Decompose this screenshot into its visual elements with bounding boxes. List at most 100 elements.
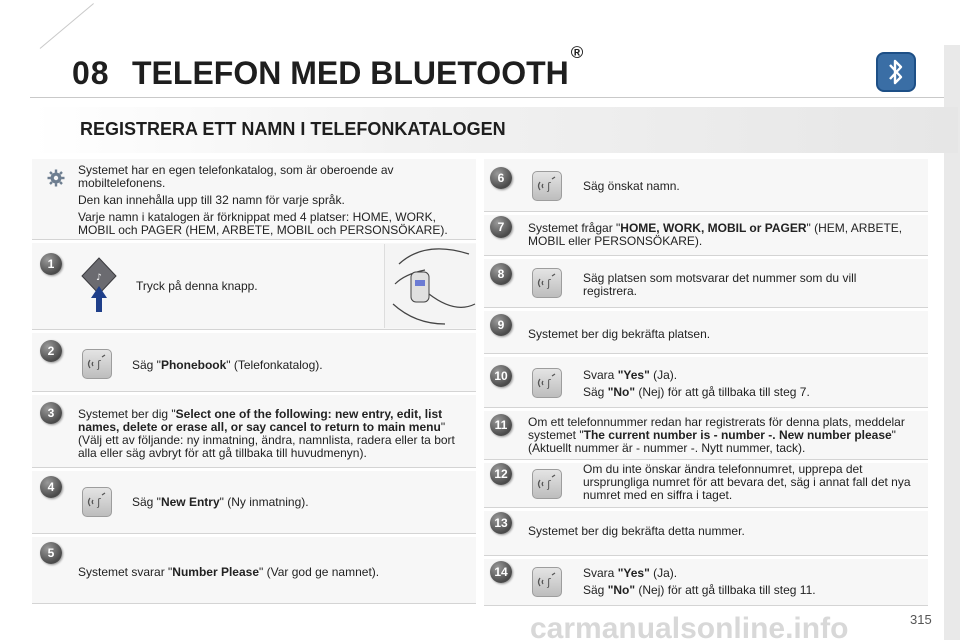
step-10-b-pre: Säg: [583, 385, 608, 399]
step-9-panel: [484, 310, 928, 354]
svg-text:ʃ: ʃ: [96, 496, 101, 509]
step-13-badge: 13: [490, 512, 512, 534]
intro-line-1: Systemet har en egen telefonkatalog, som…: [78, 163, 394, 190]
svg-text:♪: ♪: [96, 273, 102, 283]
step-5-panel: [32, 536, 476, 604]
step-10-line-b: Säg "No" (Nej) för att gå tillbaka till …: [583, 386, 903, 399]
step-10-a-post: (Ja).: [649, 368, 678, 382]
step-10-a-keyword: "Yes": [617, 368, 650, 382]
step-3-badge: 3: [40, 402, 62, 424]
intro-panel: [32, 158, 476, 240]
steering-wheel-image: [384, 244, 476, 328]
step-14-line-b: Säg "No" (Nej) för att gå tillbaka till …: [583, 584, 903, 597]
step-4-text: Säg "New Entry" (Ny inmatning).: [132, 496, 309, 509]
step-10-text: Svara "Yes" (Ja). Säg "No" (Nej) för att…: [583, 369, 903, 399]
settings-gear-icon: [44, 166, 68, 190]
svg-text:ʃ: ʃ: [546, 180, 551, 193]
chapter-number: 08: [72, 55, 110, 91]
voice-command-icon: ʃ: [532, 368, 562, 398]
step-13-text: Systemet ber dig bekräfta detta nummer.: [528, 524, 745, 538]
step-7-panel: [484, 214, 928, 256]
step-2-keyword: Phonebook: [160, 358, 227, 372]
step-14-line-a: Svara "Yes" (Ja).: [583, 567, 903, 580]
step-2-text: Säg "Phonebook" (Telefonkatalog).: [132, 359, 323, 372]
intro-line-2: Den kan innehålla upp till 32 namn för v…: [78, 193, 345, 207]
bluetooth-icon: [876, 52, 916, 92]
step-7-post: " (HEM, ARBETE, MOBIL eller PERSONSÖKARE…: [528, 221, 903, 248]
step-11-pre: Om ett telefonnummer redan har registrer…: [528, 415, 905, 442]
step-11-keyword: The current number is - number -. New nu…: [583, 428, 892, 442]
step-4-panel: [32, 470, 476, 534]
svg-text:ʃ: ʃ: [546, 377, 551, 390]
step-5-text: Systemet svarar "Number Please" (Var god…: [78, 566, 379, 579]
step-14-badge: 14: [490, 561, 512, 583]
step-8-badge: 8: [490, 263, 512, 285]
step-12-badge: 12: [490, 463, 512, 485]
step-6-panel: [484, 158, 928, 212]
step-2-post: " (Telefonkatalog).: [226, 358, 323, 372]
step-4-post: " (Ny inmatning).: [219, 495, 309, 509]
step-5-post: " (Var god ge namnet).: [259, 565, 380, 579]
step-12-text: Om du inte önskar ändra telefonnumret, u…: [583, 462, 911, 502]
step-5-pre: Systemet svarar ": [78, 565, 173, 579]
step-14-a-keyword: "Yes": [617, 566, 650, 580]
step-7-badge: 7: [490, 216, 512, 238]
section-band: [32, 107, 958, 153]
step-6-text: Säg önskat namn.: [583, 179, 680, 193]
step-2-pre: Säg ": [132, 358, 161, 372]
svg-text:ʃ: ʃ: [96, 358, 101, 371]
step-11-badge: 11: [490, 414, 512, 436]
step-11-text: Om ett telefonnummer redan har registrer…: [528, 416, 923, 455]
step-9-badge: 9: [490, 314, 512, 336]
step-7-keyword: HOME, WORK, MOBIL or PAGER: [620, 221, 807, 235]
step-14-b-post: (Nej) för att gå tillbaka till steg 11.: [635, 583, 816, 597]
step-10-a-pre: Svara: [583, 368, 618, 382]
step-3-post: " (Välj ett av följande: ny inmatning, ä…: [78, 420, 455, 460]
section-title: REGISTRERA ETT NAMN I TELEFONKATALOGEN: [80, 119, 506, 139]
step-10-b-post: (Nej) för att gå tillbaka till steg 7.: [635, 385, 810, 399]
step-8-text: Säg platsen som motsvarar det nummer som…: [583, 271, 857, 298]
intro-line-3: Varje namn i katalogen är förknippat med…: [78, 210, 448, 237]
step-11-post: " (Aktuellt nummer är - nummer -. Nytt n…: [528, 428, 896, 455]
voice-command-icon: ʃ: [532, 469, 562, 499]
step-1-badge: 1: [40, 253, 62, 275]
step-7-text: Systemet frågar "HOME, WORK, MOBIL or PA…: [528, 222, 918, 248]
step-4-pre: Säg ": [132, 495, 161, 509]
step-11-panel: [484, 410, 928, 460]
voice-command-icon: ʃ: [532, 268, 562, 298]
header-divider: [30, 97, 950, 98]
step-7-pre: Systemet frågar ": [528, 221, 621, 235]
step-5-badge: 5: [40, 542, 62, 564]
step-14-a-post: (Ja).: [649, 566, 678, 580]
svg-text:ʃ: ʃ: [546, 478, 551, 491]
step-14-b-pre: Säg: [583, 583, 608, 597]
step-14-a-pre: Svara: [583, 566, 618, 580]
svg-text:ʃ: ʃ: [546, 576, 551, 589]
step-1-text: Tryck på denna knapp.: [136, 279, 258, 293]
voice-command-icon: ʃ: [532, 171, 562, 201]
step-14-b-keyword: "No": [607, 583, 636, 597]
voice-command-icon: ʃ: [82, 349, 112, 379]
footer-watermark: carmanualsonline.info: [530, 612, 849, 640]
step-4-keyword: New Entry: [160, 495, 220, 509]
step-5-keyword: Number Please: [172, 565, 260, 579]
step-4-badge: 4: [40, 476, 62, 498]
page-number: 315: [910, 612, 932, 627]
step-2-badge: 2: [40, 340, 62, 362]
steering-button-icon: ♪: [80, 254, 118, 314]
chapter-title: TELEFON MED BLUETOOTH®: [132, 43, 583, 92]
step-3-keyword: Select one of the following: new entry, …: [78, 407, 443, 434]
registered-mark: ®: [570, 43, 584, 63]
page-edge-strip: [944, 45, 960, 640]
intro-text: Systemet har en egen telefonkatalog, som…: [78, 164, 463, 237]
step-10-line-a: Svara "Yes" (Ja).: [583, 369, 903, 382]
step-14-text: Svara "Yes" (Ja). Säg "No" (Nej) för att…: [583, 567, 903, 597]
header-decoration: [39, 3, 94, 49]
step-3-panel: [32, 394, 476, 468]
step-13-panel: [484, 510, 928, 556]
step-6-badge: 6: [490, 167, 512, 189]
step-3-text: Systemet ber dig "Select one of the foll…: [78, 408, 468, 460]
voice-command-icon: ʃ: [532, 567, 562, 597]
voice-command-icon: ʃ: [82, 487, 112, 517]
step-3-pre: Systemet ber dig ": [78, 407, 176, 421]
